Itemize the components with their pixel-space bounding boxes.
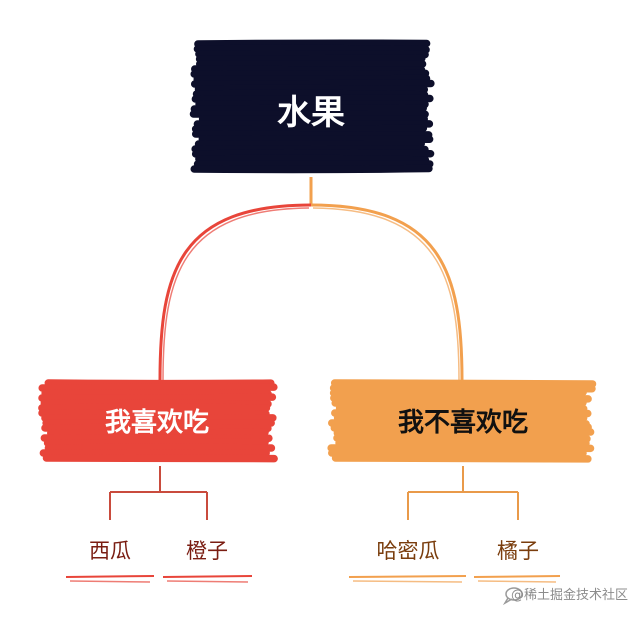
leaf-underline-juzi-2 — [477, 580, 557, 583]
branch-node-liked-scribble — [38, 379, 278, 463]
scribble-stroke — [331, 409, 592, 418]
leaf-underline-xigua — [65, 575, 155, 578]
scribble-stroke — [335, 404, 588, 413]
watermark-text: @稀土掘金技术社区 — [511, 587, 628, 603]
watermark: @稀土掘金技术社区 — [502, 587, 628, 606]
leaf-underline-chengzi — [162, 575, 253, 578]
scribble-stroke — [40, 399, 272, 408]
scribble-stroke — [192, 89, 429, 99]
branch-label-disliked: 我不喜欢吃 — [398, 408, 528, 438]
scribble-stroke — [38, 383, 278, 392]
connector-lines — [158, 177, 464, 381]
scribble-stroke — [42, 454, 278, 463]
scribble-stroke — [194, 84, 429, 94]
leaf-label-hamigua: 哈密瓜 — [377, 539, 440, 563]
scribble-stroke — [44, 379, 275, 388]
scribble-stroke — [329, 388, 587, 397]
scribble-stroke — [44, 443, 276, 452]
scribble-stroke — [190, 79, 435, 88]
leaf-label-juzi: 橘子 — [497, 539, 539, 563]
scribble-stroke — [41, 423, 272, 433]
scribble-stroke — [195, 154, 430, 164]
leaf-label-chengzi: 橙子 — [186, 539, 228, 563]
leaf-underline-hamigua-2 — [352, 580, 463, 583]
scribble-stroke — [333, 428, 595, 438]
scribble-stroke — [191, 94, 434, 103]
scribble-stroke — [330, 423, 592, 432]
scribble-stroke — [38, 393, 277, 402]
scribble-stroke — [195, 54, 426, 63]
scribble-stroke — [38, 409, 270, 418]
branch-node-liked: 我喜欢吃 — [38, 379, 278, 463]
leaf-underline-chengzi-2 — [166, 580, 249, 583]
leaf-bracket-liked — [109, 466, 208, 520]
scribble-stroke — [194, 39, 431, 48]
scribble-stroke — [191, 65, 426, 74]
branch-node-disliked: 我不喜欢吃 — [327, 379, 597, 463]
branch-label-liked: 我喜欢吃 — [105, 408, 209, 438]
leaf-underline-juzi — [473, 575, 561, 578]
leaf-underline-xigua-2 — [69, 580, 151, 583]
scribble-stroke — [331, 454, 592, 463]
scribble-stroke — [41, 389, 272, 398]
scribble-stroke — [195, 50, 429, 59]
scribble-stroke — [43, 438, 269, 447]
scribble-stroke — [46, 428, 269, 438]
scribble-stroke — [330, 394, 592, 403]
leaf-bracket-disliked — [407, 466, 519, 520]
branch-node-disliked-scribble — [327, 379, 597, 463]
leaf-underlines — [65, 575, 561, 583]
scribble-stroke — [193, 44, 430, 54]
scribble-stroke — [193, 74, 431, 83]
scribble-stroke — [335, 438, 590, 447]
chat-bubble-icon — [502, 587, 523, 606]
root-node-scribble — [189, 39, 435, 174]
connector-to-disliked — [310, 203, 464, 381]
leaf-underline-hamigua — [348, 575, 467, 578]
scribble-stroke — [190, 164, 433, 174]
scribble-stroke — [330, 379, 597, 388]
leaf-label-xigua: 西瓜 — [89, 539, 131, 563]
root-label: 水果 — [277, 93, 345, 133]
root-node: 水果 — [189, 39, 435, 174]
scribble-stroke — [333, 433, 591, 443]
scribble-stroke — [327, 443, 595, 453]
connector-to-liked — [158, 203, 312, 381]
scribble-stroke — [38, 403, 271, 412]
scribble-stroke — [190, 104, 427, 113]
scribble-stroke — [191, 149, 435, 158]
scribble-stroke — [190, 69, 430, 79]
connector-to-liked-sketch — [162, 207, 310, 381]
scribble-stroke — [191, 124, 428, 133]
scribble-stroke — [40, 434, 273, 443]
scribble-stroke — [41, 414, 277, 423]
connector-to-disliked-sketch — [312, 207, 460, 381]
scribble-stroke — [191, 130, 433, 139]
